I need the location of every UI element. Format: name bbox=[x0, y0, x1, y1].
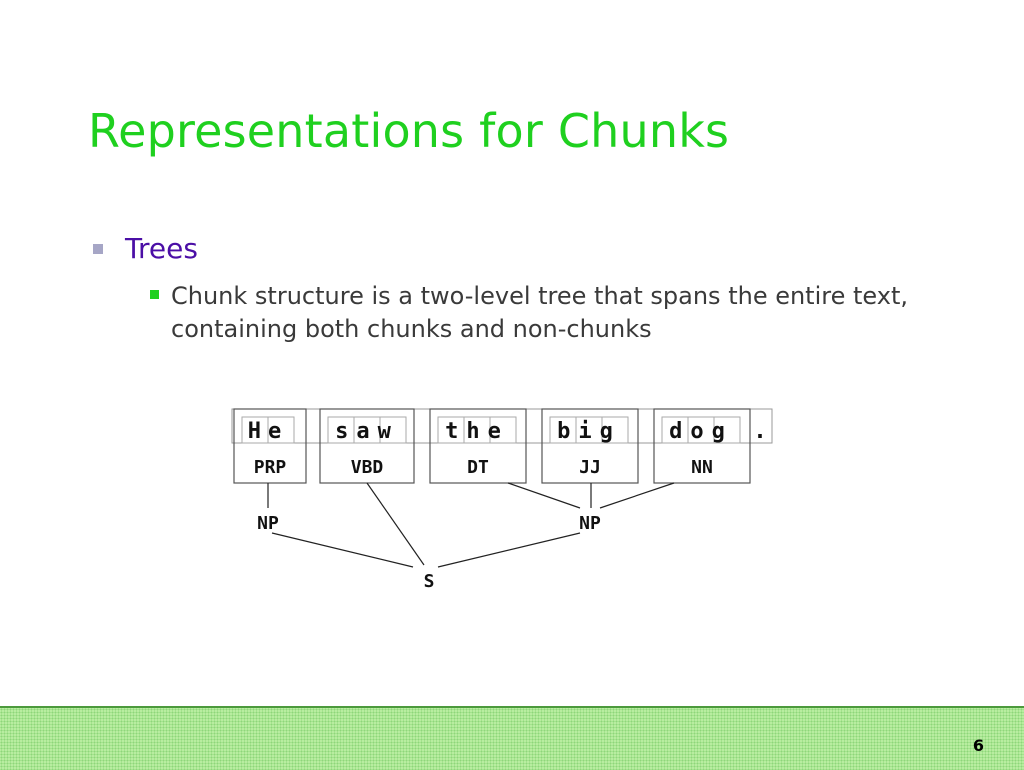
word-he: He bbox=[248, 419, 289, 444]
tree-edges bbox=[267, 482, 675, 568]
node-np-2: NP bbox=[579, 513, 601, 534]
slide-footer: 6 bbox=[0, 706, 1024, 770]
word-the: the bbox=[445, 419, 509, 444]
tag-vbd: VBD bbox=[351, 457, 384, 478]
node-s: S bbox=[424, 571, 435, 592]
bullet-level2-text: Chunk structure is a two-level tree that… bbox=[171, 282, 908, 343]
slide-title: Representations for Chunks bbox=[88, 104, 730, 158]
chunk-box-the bbox=[429, 408, 527, 484]
word-saw: saw bbox=[335, 419, 399, 444]
chunk-box-he bbox=[233, 408, 307, 484]
word-period: . bbox=[753, 419, 766, 444]
chunk-box-dog bbox=[653, 408, 751, 484]
letter-cells bbox=[241, 416, 741, 444]
page-number: 6 bbox=[972, 736, 984, 755]
chunk-tree-diagram: He saw the big dog . PRP VBD DT JJ NN NP… bbox=[231, 408, 773, 592]
node-np-1: NP bbox=[257, 513, 279, 534]
bullet-level2: Chunk structure is a two-level tree that… bbox=[150, 280, 930, 346]
tag-dt: DT bbox=[467, 457, 489, 478]
bullet-square-icon bbox=[150, 290, 159, 299]
bullet-square-icon bbox=[93, 244, 103, 254]
tag-nn: NN bbox=[691, 457, 713, 478]
bullet-level1: Trees bbox=[93, 232, 198, 266]
tag-jj: JJ bbox=[579, 457, 601, 478]
chunk-box-big bbox=[541, 408, 639, 484]
word-dog: dog bbox=[669, 419, 733, 444]
bullet-level1-text: Trees bbox=[125, 232, 198, 265]
tag-prp: PRP bbox=[254, 457, 287, 478]
word-big: big bbox=[557, 419, 621, 444]
